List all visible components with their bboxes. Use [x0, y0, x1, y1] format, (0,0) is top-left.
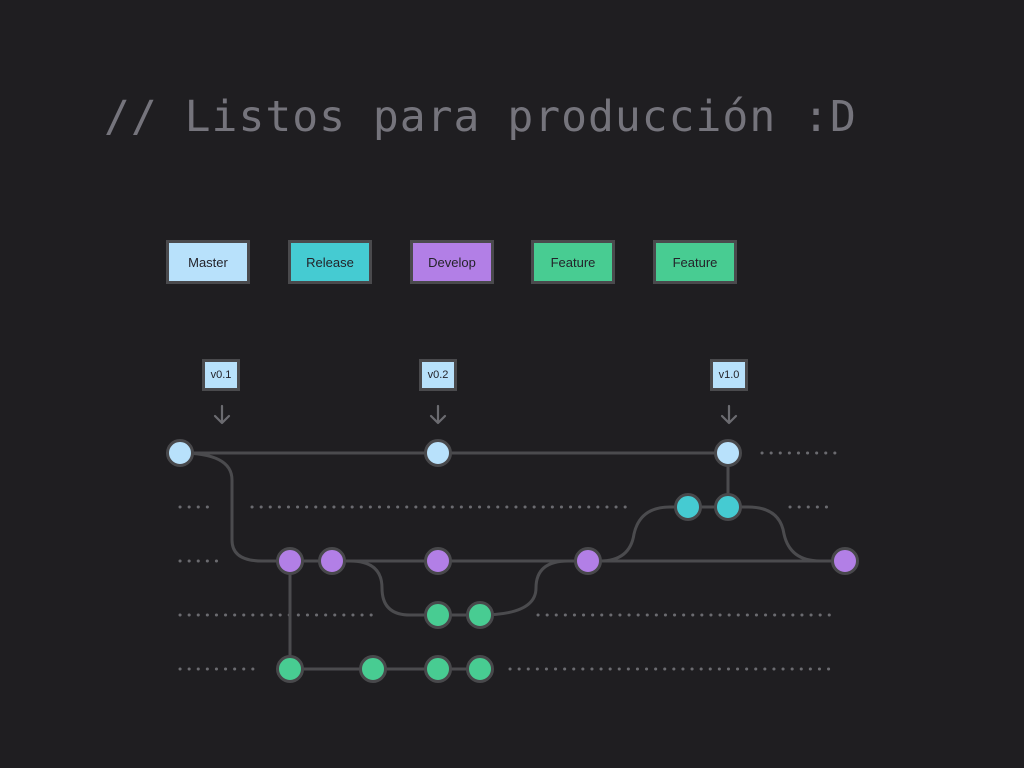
legend-feature-2: Feature [653, 240, 737, 284]
tag-v1-0-label: v1.0 [718, 369, 740, 381]
commit-node-feature [466, 601, 494, 629]
arrow-down-icon [720, 404, 738, 425]
commit-node-develop [831, 547, 859, 575]
tag-v0-1-label: v0.1 [210, 369, 232, 381]
commit-node-master [714, 439, 742, 467]
commit-node-feature [359, 655, 387, 683]
arrow-down-icon [429, 404, 447, 425]
legend-feature-1-label: Feature [550, 254, 596, 270]
branch-line-4 [599, 505, 821, 563]
commit-node-develop [318, 547, 346, 575]
legend-release: Release [288, 240, 372, 284]
tag-v0-2-label: v0.2 [427, 369, 449, 381]
legend-feature-2-label: Feature [672, 254, 718, 270]
tag-v1-0: v1.0 [710, 359, 748, 391]
tag-v0-2: v0.2 [419, 359, 457, 391]
commit-node-feature [466, 655, 494, 683]
commit-node-develop [276, 547, 304, 575]
commit-node-master [424, 439, 452, 467]
legend-master-label: Master [188, 254, 228, 270]
commit-node-feature [424, 601, 452, 629]
legend-develop-label: Develop [428, 254, 476, 270]
commit-node-develop [574, 547, 602, 575]
commit-node-develop [424, 547, 452, 575]
commit-node-feature [424, 655, 452, 683]
arrow-down-icon [213, 404, 231, 425]
page-title: // Listos para producción :D [104, 92, 857, 142]
tag-v0-1: v0.1 [202, 359, 240, 391]
branch-line-1 [179, 451, 845, 563]
branch-line-3 [349, 559, 569, 617]
legend-release-label: Release [306, 254, 354, 270]
commit-node-master [166, 439, 194, 467]
commit-node-feature [276, 655, 304, 683]
legend-develop: Develop [410, 240, 494, 284]
legend-master: Master [166, 240, 250, 284]
commit-node-release [714, 493, 742, 521]
legend-feature-1: Feature [531, 240, 615, 284]
commit-node-release [674, 493, 702, 521]
